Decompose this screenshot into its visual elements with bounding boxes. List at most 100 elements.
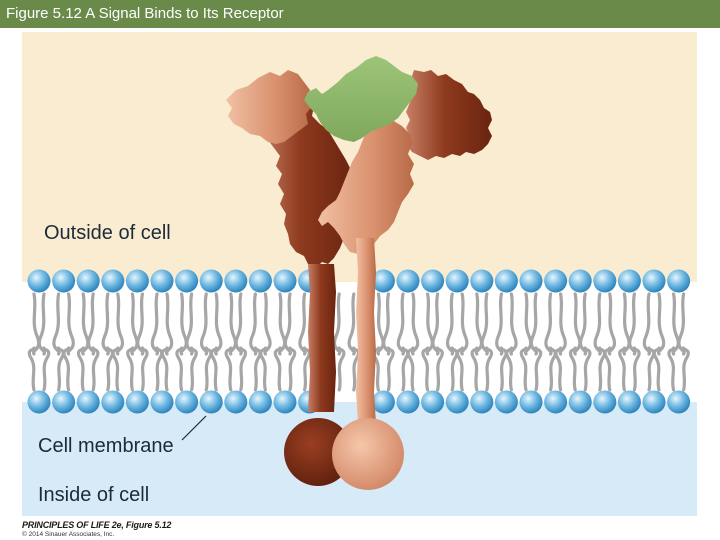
- phospholipid-head: [445, 390, 469, 414]
- phospholipid-head: [199, 390, 223, 414]
- phospholipid-head: [494, 269, 518, 293]
- phospholipid-head: [273, 390, 297, 414]
- lipid-tail: [455, 346, 465, 392]
- phospholipid-head: [519, 269, 543, 293]
- receptor-dark-cytoplasmic-domain: [284, 418, 352, 486]
- lipid-tail: [480, 292, 489, 356]
- lipid-tail: [150, 292, 160, 356]
- lipid-tail: [597, 346, 607, 392]
- figure-title: Figure 5.12 A Signal Binds to Its Recept…: [6, 5, 284, 22]
- phospholipid-head: [52, 390, 76, 414]
- lipid-tail: [253, 346, 262, 392]
- lipid-tail: [425, 292, 434, 356]
- phospholipid-head: [125, 269, 149, 293]
- lipid-tail: [209, 346, 219, 392]
- phospholipid-head: [101, 390, 125, 414]
- lipid-tail: [583, 346, 592, 392]
- receptor-diagram: Outside of cell Cell membrane Inside of …: [22, 32, 697, 516]
- lipid-tail: [140, 346, 149, 392]
- lipid-tail: [136, 292, 145, 356]
- lipid-tail: [273, 346, 283, 392]
- lipid-tail: [234, 292, 243, 356]
- phospholipid-head: [248, 390, 272, 414]
- lipid-tail: [199, 292, 209, 356]
- phospholipid-head: [101, 269, 125, 293]
- lipid-tail: [224, 346, 233, 392]
- phospholipid-head: [396, 269, 420, 293]
- lipid-tail: [66, 292, 75, 356]
- cell-membrane-label: Cell membrane: [38, 435, 174, 457]
- lipid-tail: [31, 292, 41, 356]
- phospholipid-head: [593, 390, 617, 414]
- lipid-tail: [406, 346, 416, 392]
- lipid-tail: [410, 292, 420, 356]
- lipid-tails: [27, 292, 690, 392]
- lipid-tail: [249, 292, 258, 356]
- phospholipid-head: [248, 269, 272, 293]
- title-bar: Figure 5.12 A Signal Binds to Its Recept…: [0, 0, 720, 28]
- phospholipid-head: [27, 269, 51, 293]
- lipid-tail: [238, 346, 248, 392]
- lipid-tail: [499, 346, 508, 392]
- lipid-tail: [160, 346, 170, 392]
- lipid-tail: [603, 346, 612, 392]
- lipid-tail: [382, 292, 391, 356]
- lipid-tail: [400, 346, 410, 392]
- lipid-tail: [396, 292, 406, 356]
- phospholipid-head: [667, 269, 691, 293]
- phospholipid-head: [371, 269, 395, 293]
- lipid-tail: [41, 346, 51, 392]
- lipid-tail: [337, 346, 346, 392]
- lipid-tail: [204, 346, 213, 392]
- lipid-tail: [484, 346, 494, 392]
- phospholipid-head: [27, 390, 51, 414]
- lipid-tail: [607, 292, 617, 356]
- lipid-tail: [105, 346, 115, 392]
- lipid-tail: [523, 292, 533, 356]
- receptor-light-cytoplasmic-domain: [332, 418, 404, 490]
- lipid-tail: [259, 346, 268, 392]
- lipid-tail: [351, 346, 361, 392]
- lipid-tail: [154, 346, 164, 392]
- lipid-tail: [681, 346, 690, 392]
- phospholipid-head: [494, 390, 518, 414]
- phospholipid-head: [150, 390, 174, 414]
- phospholipid-head: [445, 269, 469, 293]
- phospholipid-head: [224, 390, 248, 414]
- lipid-tail: [175, 346, 184, 392]
- lipid-tail: [578, 292, 588, 356]
- lipid-tail: [435, 346, 444, 392]
- lipid-tail: [646, 346, 656, 392]
- outside-of-cell-label: Outside of cell: [44, 222, 171, 244]
- lipid-tail: [298, 292, 307, 356]
- lipid-tail: [91, 346, 100, 392]
- phospholipid-head: [519, 390, 543, 414]
- lipid-tail: [302, 346, 311, 392]
- lipid-tail: [56, 346, 65, 392]
- phospholipid-head: [470, 390, 494, 414]
- lipid-tail: [164, 292, 174, 356]
- lipid-tail: [277, 292, 287, 356]
- phospholipid-head: [642, 269, 666, 293]
- lipid-tail: [86, 292, 96, 356]
- lipid-tail: [593, 292, 602, 356]
- lipid-tail: [632, 346, 641, 392]
- lipid-tail: [115, 292, 125, 356]
- phospholipid-head: [76, 390, 100, 414]
- lipid-tail: [431, 292, 440, 356]
- lipid-tail: [228, 292, 238, 356]
- phospholipid-head: [273, 269, 297, 293]
- lipid-tail: [376, 292, 385, 356]
- lipid-tail: [76, 346, 86, 392]
- lipid-tail: [474, 292, 484, 356]
- lipid-tail: [62, 346, 71, 392]
- lipid-tail: [677, 292, 686, 356]
- lipid-tail: [283, 292, 293, 356]
- lipid-tail: [470, 346, 479, 392]
- lipid-tail: [529, 292, 539, 356]
- lipid-tail: [554, 346, 563, 392]
- lipid-tail: [445, 292, 455, 356]
- phospholipid-head: [568, 269, 592, 293]
- phospholipid-head: [125, 390, 149, 414]
- phospholipid-head: [371, 390, 395, 414]
